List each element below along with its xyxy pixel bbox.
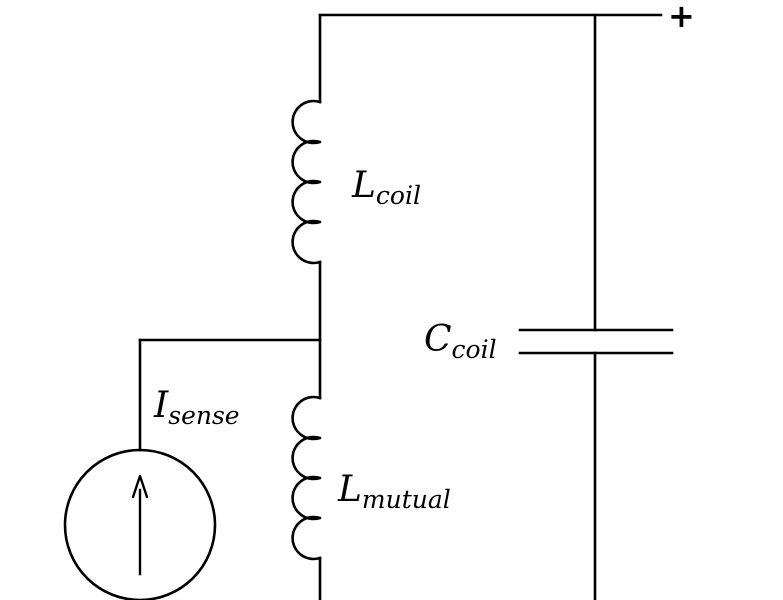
capacitor-c-coil <box>518 328 674 355</box>
label-l-mutual-sub: mutual <box>361 485 451 514</box>
label-c-coil-sub: coil <box>451 335 497 364</box>
label-i-sense: Isense <box>154 385 240 430</box>
current-source-i-sense <box>63 448 217 600</box>
arrow-up-icon <box>131 474 149 576</box>
label-l-mutual-main: L <box>338 469 362 510</box>
inductor-l-coil <box>291 99 322 265</box>
label-l-coil-sub: coil <box>375 181 421 210</box>
label-c-coil-main: C <box>424 319 452 360</box>
label-c-coil: Ccoil <box>424 319 497 364</box>
label-i-sense-sub: sense <box>168 401 240 430</box>
current-source-circle <box>63 448 217 600</box>
label-l-coil: Lcoil <box>352 165 421 210</box>
label-l-mutual: Lmutual <box>338 469 451 514</box>
positive-terminal-label: + <box>668 0 695 35</box>
inductor-l-mutual <box>291 395 322 561</box>
label-l-coil-main: L <box>352 165 376 206</box>
label-i-sense-main: I <box>154 385 169 426</box>
